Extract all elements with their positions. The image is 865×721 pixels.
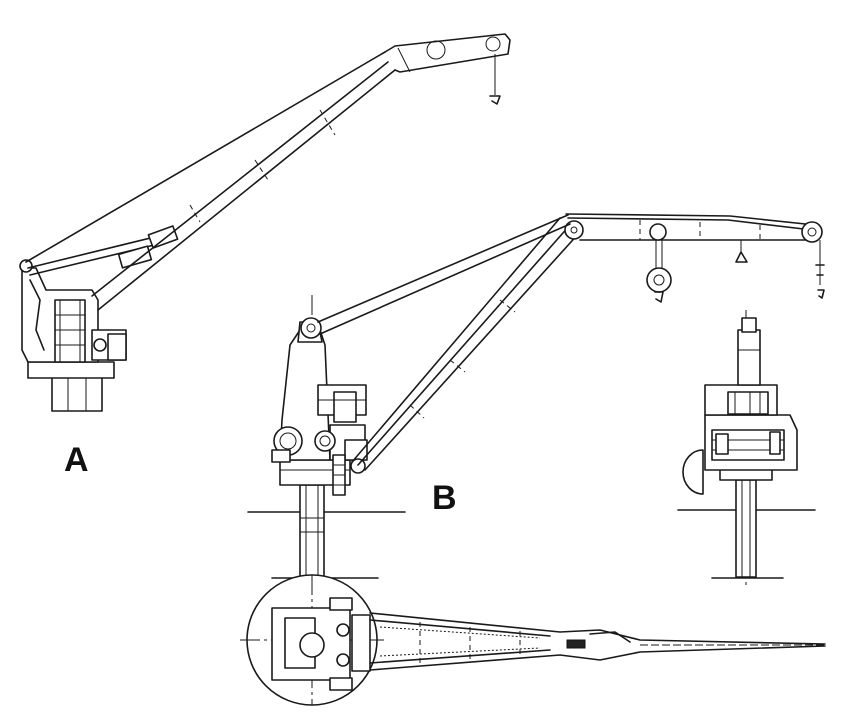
crane-a-drawing: [19, 33, 511, 412]
crane-b-label: B: [432, 479, 457, 517]
crane-a-label: A: [64, 441, 89, 479]
crane-b-front-view: [677, 310, 816, 585]
crane-b-plan-view: [240, 574, 826, 706]
